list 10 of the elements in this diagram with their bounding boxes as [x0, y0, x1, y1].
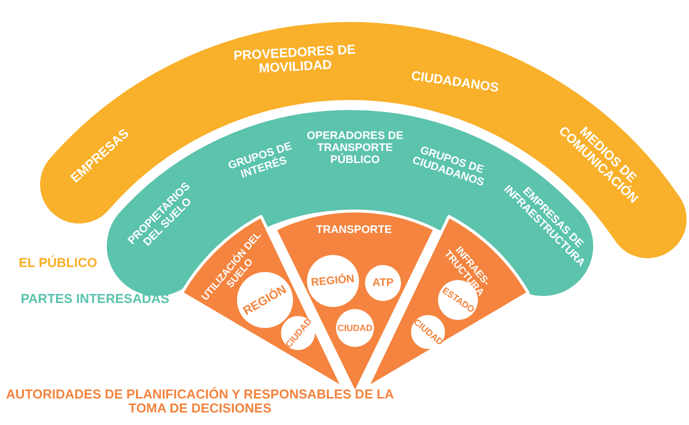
band-title: PARTES INTERESADAS [20, 292, 170, 306]
circle-label: ATP [372, 277, 394, 289]
band-label: CIUDADANOS [409, 66, 501, 97]
circle-label: CIUDAD [338, 323, 372, 333]
band-label: PROVEEDORES DE MOVILIDAD [232, 42, 357, 78]
band-title: EL PÚBLICO [18, 256, 98, 270]
band-label: OPERADORES DE TRANSPORTE PÚBLICO [306, 130, 404, 166]
sector-label: TRANSPORTE [315, 224, 393, 236]
circle-label: REGIÓN [310, 273, 356, 289]
band-title: AUTORIDADES DE PLANIFICACIÓN Y RESPONSABLES DE LA TOMA DE DECISIONES [5, 388, 395, 416]
